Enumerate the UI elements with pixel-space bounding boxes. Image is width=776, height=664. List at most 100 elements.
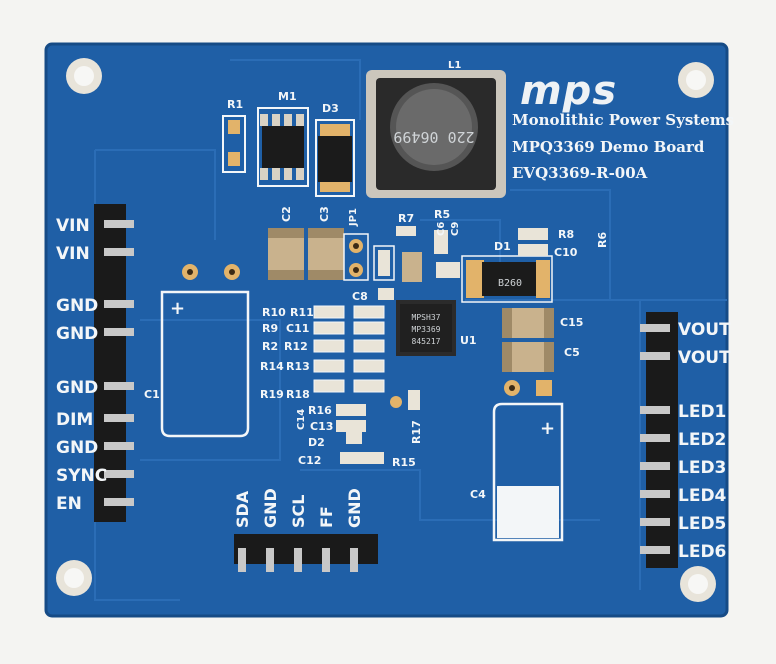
left-header-label: VIN [56,244,90,264]
right-header-pin[interactable] [640,352,670,360]
ref-jp1: JP1 [348,208,359,227]
ref-c9: C9 [450,222,461,236]
bottom-header-pin[interactable] [266,548,274,572]
bottom-header-label: FF [317,506,336,528]
ref-r18: R18 [286,388,310,401]
diode-d3 [315,119,355,197]
left-header-pin[interactable] [104,414,134,422]
right-header-label: LED4 [678,486,727,506]
left-header-pin[interactable] [104,470,134,478]
ref-d3: D3 [322,102,339,115]
ref-r7: R7 [398,212,414,225]
right-header-label: VOUT [678,320,731,340]
left-header-pin[interactable] [104,382,134,390]
bottom-header-pin[interactable] [238,548,246,572]
left-header-label: GND [56,438,98,458]
left-header-pin[interactable] [104,248,134,256]
u1-marking-line2: MP3369 [412,325,441,334]
right-header-pin[interactable] [640,434,670,442]
right-header-pin[interactable] [640,490,670,498]
left-header-label: GND [56,324,98,344]
bottom-header-pin[interactable] [322,548,330,572]
d1-marking: B260 [498,278,522,289]
right-header-label: VOUT [678,348,731,368]
left-header-pin[interactable] [104,220,134,228]
ref-d2: D2 [308,436,325,449]
right-header-label: LED5 [678,514,726,534]
right-header-pin[interactable] [640,462,670,470]
svg-text:+: + [540,418,555,439]
inductor-marking: 220 06499 [393,128,474,146]
ref-d1: D1 [494,240,511,253]
left-header-pin[interactable] [104,498,134,506]
ref-r6: R6 [596,232,609,248]
left-header-pin[interactable] [104,442,134,450]
ref-u1: U1 [460,334,477,347]
jumper-jp1 [343,233,369,281]
ref-c15: C15 [560,316,583,329]
bottom-header-label: GND [261,488,280,528]
pcb-shading [44,42,729,618]
ref-c6: C6 [436,222,447,236]
left-header-pin[interactable] [104,300,134,308]
left-header-label: EN [56,494,82,514]
svg-text:+: + [170,298,185,319]
mounting-hole-bottom-right [680,566,716,602]
right-pin-header[interactable] [640,312,678,568]
ref-r1: R1 [227,98,243,111]
ref-c14: C14 [296,409,307,430]
left-header-label: GND [56,378,98,398]
u1-marking-line3: 845217 [412,337,441,346]
mosfet-m1 [257,107,309,187]
ref-l1: L1 [448,60,461,71]
bottom-header-label: SDA [233,490,252,528]
bottom-header-pin[interactable] [350,548,358,572]
capacitor-c1-footprint: + [160,264,250,438]
bottom-header-pin[interactable] [294,548,302,572]
left-header-label: DIM [56,410,93,430]
ref-r14: R14 [260,360,284,373]
ref-m1: M1 [278,90,297,103]
smd-cluster-top [373,226,460,300]
bottom-pin-header[interactable] [234,534,378,572]
ref-c13: C13 [310,420,333,433]
resistor-array [313,305,385,393]
ref-r11: R11 [290,306,314,319]
u1-marking-line1: MPSH37 [412,313,441,322]
mounting-hole-bottom-left [56,560,92,596]
ref-r15: R15 [392,456,416,469]
ref-r13: R13 [286,360,310,373]
right-header-label: LED1 [678,402,726,422]
capacitor-c15 [502,308,554,338]
right-header-label: LED2 [678,430,726,450]
mounting-hole-top-right [678,62,714,98]
ref-r10: R10 [262,306,286,319]
ref-c1: C1 [144,388,160,401]
ref-r19: R19 [260,388,284,401]
capacitor-c2 [268,228,304,280]
ic-u1: MPSH37 MP3369 845217 [396,300,456,356]
pcb-board [46,44,727,616]
ref-c3: C3 [318,206,331,222]
mps-logo: mps [520,68,616,114]
ref-c5: C5 [564,346,580,359]
ref-c10: C10 [554,246,578,259]
inductor-l1: 220 06499 [366,70,506,198]
right-header-pin[interactable] [640,406,670,414]
right-header-label: LED3 [678,458,726,478]
ref-r9: R9 [262,322,278,335]
left-header-pin[interactable] [104,328,134,336]
smd-cluster-bottom [336,390,420,464]
ref-c4: C4 [470,488,486,501]
company-name: Monolithic Power Systems [512,111,734,129]
capacitor-c5 [502,342,554,372]
left-pin-header[interactable] [94,204,134,522]
right-header-pin[interactable] [640,324,670,332]
bottom-header-label: SCL [289,495,308,528]
right-header-pin[interactable] [640,546,670,554]
right-header-pin[interactable] [640,518,670,526]
capacitor-c4-footprint: + [492,380,564,542]
